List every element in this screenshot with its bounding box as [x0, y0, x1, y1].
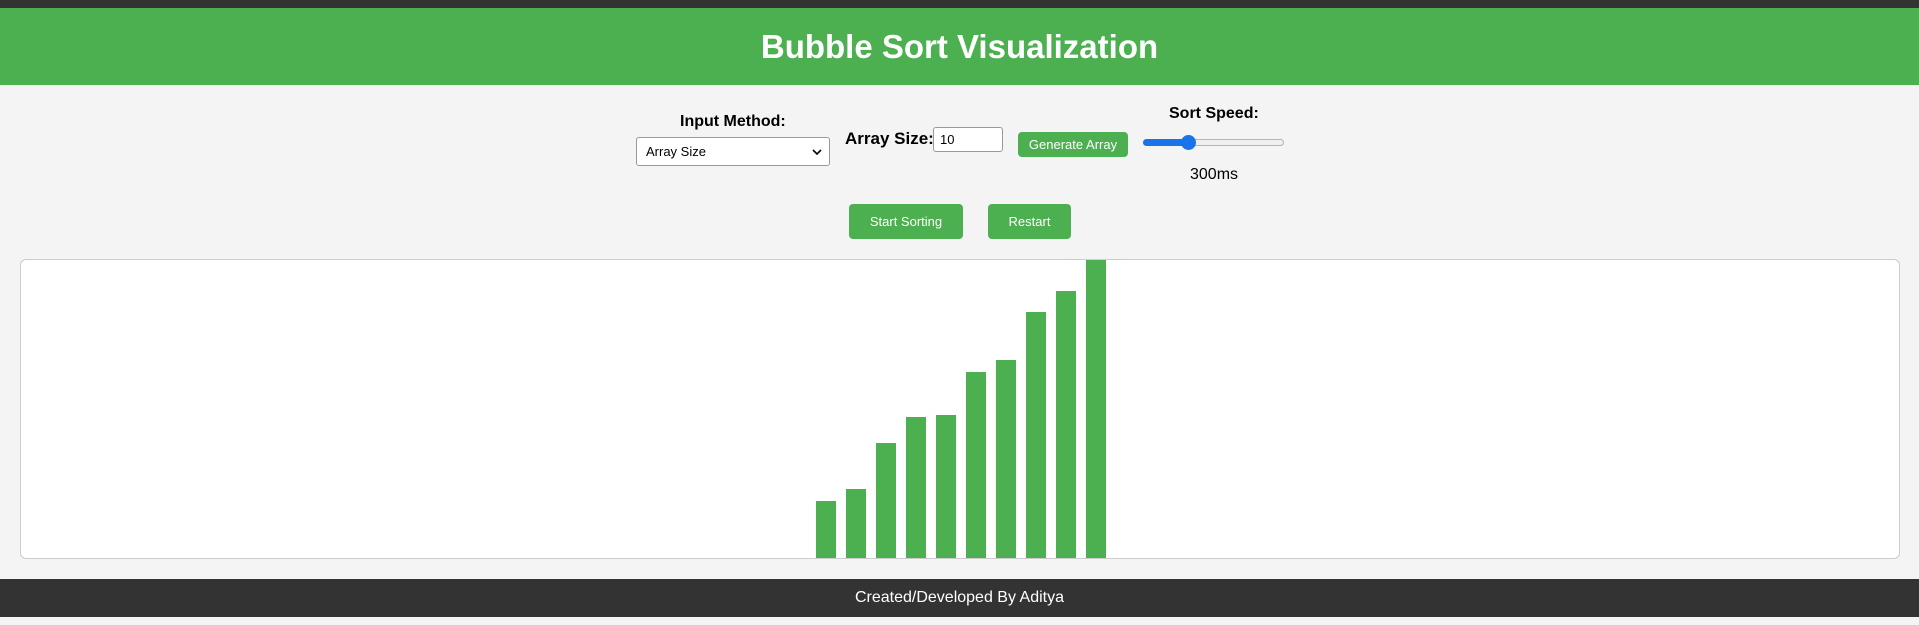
sort-speed-slider[interactable]	[1143, 135, 1284, 150]
bar-2	[876, 443, 896, 558]
bar-7	[1026, 312, 1046, 558]
bar-4	[936, 415, 956, 558]
bottom-strip	[0, 617, 1919, 625]
input-method-label: Input Method:	[680, 113, 786, 130]
input-method-selected-value: Array Size	[646, 144, 706, 159]
sort-speed-label: Sort Speed:	[1169, 105, 1259, 122]
restart-button[interactable]: Restart	[988, 204, 1071, 239]
page-title: Bubble Sort Visualization	[760, 27, 1159, 65]
bar-5	[966, 372, 986, 558]
start-sorting-button[interactable]: Start Sorting	[849, 204, 963, 239]
bar-1	[846, 489, 866, 558]
bar-8	[1056, 291, 1076, 558]
chevron-down-icon	[812, 149, 822, 156]
sort-speed-value: 300ms	[1190, 166, 1239, 183]
generate-array-button[interactable]: Generate Array	[1018, 132, 1128, 157]
bar-chart-container	[20, 259, 1900, 559]
array-size-label: Array Size:	[845, 129, 934, 148]
page-footer: Created/Developed By Aditya	[0, 579, 1919, 617]
slider-fill	[1143, 139, 1189, 146]
footer-credit: Created/Developed By Aditya	[854, 589, 1064, 606]
bar-3	[906, 417, 926, 558]
bar-9	[1086, 260, 1106, 558]
bar-0	[816, 501, 836, 558]
bar-chart	[816, 260, 1106, 558]
bar-6	[996, 360, 1016, 558]
slider-thumb[interactable]	[1180, 135, 1196, 150]
array-size-input[interactable]: 10	[933, 127, 1003, 152]
input-method-select[interactable]: Array Size	[636, 137, 830, 166]
top-strip	[0, 0, 1919, 8]
page-header: Bubble Sort Visualization	[0, 8, 1919, 85]
